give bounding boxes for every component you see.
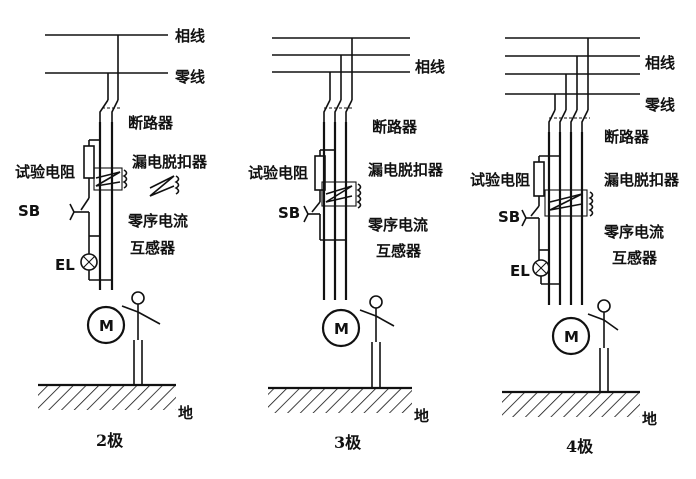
motor xyxy=(551,316,591,356)
breaker-label: 断路器 xyxy=(128,114,174,132)
trip-label: 漏电脱扣器 xyxy=(132,153,208,171)
ct-label-1: 零序电流 xyxy=(127,212,188,230)
trip-label: 漏电脱扣器 xyxy=(604,171,680,189)
phase-label: 相线 xyxy=(175,27,205,45)
ct-label-2: 互感器 xyxy=(130,239,176,257)
zero-sequence-ct xyxy=(93,167,123,191)
caption: 3极 xyxy=(334,433,362,452)
trip-coil xyxy=(149,175,175,197)
ct-label-1: 零序电流 xyxy=(603,223,664,241)
ground-hatch xyxy=(268,389,412,413)
ct-label-2: 互感器 xyxy=(612,249,658,267)
breaker-contact xyxy=(548,109,556,132)
breaker-contact xyxy=(345,99,353,122)
breaker-contact xyxy=(111,99,119,122)
breaker-contact xyxy=(334,99,342,122)
motor xyxy=(321,308,361,348)
sb-button xyxy=(303,205,309,223)
test-resistor xyxy=(83,145,95,179)
sb-label: SB xyxy=(498,208,520,226)
el-label: EL xyxy=(55,256,75,274)
neutral-label: 零线 xyxy=(174,68,205,86)
ct-label-1: 零序电流 xyxy=(367,216,428,234)
person-icon xyxy=(121,291,161,385)
sb-label: SB xyxy=(278,204,300,222)
ground-hatch xyxy=(38,386,176,410)
phase-label: 相线 xyxy=(645,54,675,72)
motor xyxy=(86,305,126,345)
breaker-contact xyxy=(99,99,109,122)
test-resistor-label: 试验电阻 xyxy=(470,171,530,189)
motor-label: M xyxy=(99,317,114,335)
phase-label: 相线 xyxy=(415,58,445,76)
sb-button xyxy=(521,209,527,227)
el-label: EL xyxy=(510,262,530,280)
motor-label: M xyxy=(334,320,349,338)
breaker-contact xyxy=(570,109,578,132)
breaker-contact xyxy=(323,99,331,122)
ground-label: 地 xyxy=(414,407,429,425)
zero-sequence-ct xyxy=(321,181,357,207)
sb-button xyxy=(69,203,75,221)
ground-label: 地 xyxy=(642,410,657,428)
ground-hatch xyxy=(502,393,640,417)
breaker-label: 断路器 xyxy=(372,118,418,136)
trip-coil xyxy=(356,183,362,209)
motor-label: M xyxy=(564,328,579,346)
breaker-contact xyxy=(559,109,567,132)
trip-label: 漏电脱扣器 xyxy=(368,161,444,179)
panel-4-pole: 相线 零线 断路器 试验电阻 漏电脱扣器 SB 零序电流 互感器 xyxy=(470,37,680,456)
test-resistor-label: 试验电阻 xyxy=(248,164,308,182)
breaker-contact xyxy=(581,109,589,132)
trip-coil xyxy=(588,191,594,217)
person-icon xyxy=(359,295,395,388)
test-resistor xyxy=(533,161,545,197)
ground-label: 地 xyxy=(178,404,193,422)
neutral-label: 零线 xyxy=(644,96,675,114)
zero-sequence-ct xyxy=(544,189,588,217)
caption: 4极 xyxy=(566,437,594,456)
test-resistor-label: 试验电阻 xyxy=(15,163,75,181)
panel-3-pole: 相线 断路器 试验电阻 漏电脱扣器 SB 零序电流 互感器 M xyxy=(248,37,445,452)
breaker-label: 断路器 xyxy=(604,128,650,146)
panel-2-pole: 相线 零线 断路器 试验电阻 漏电脱扣器 SB 零序电流 互感器 xyxy=(15,27,208,450)
person-icon xyxy=(587,299,619,392)
ct-label-2: 互感器 xyxy=(376,242,422,260)
caption: 2极 xyxy=(96,431,124,450)
sb-label: SB xyxy=(18,202,40,220)
